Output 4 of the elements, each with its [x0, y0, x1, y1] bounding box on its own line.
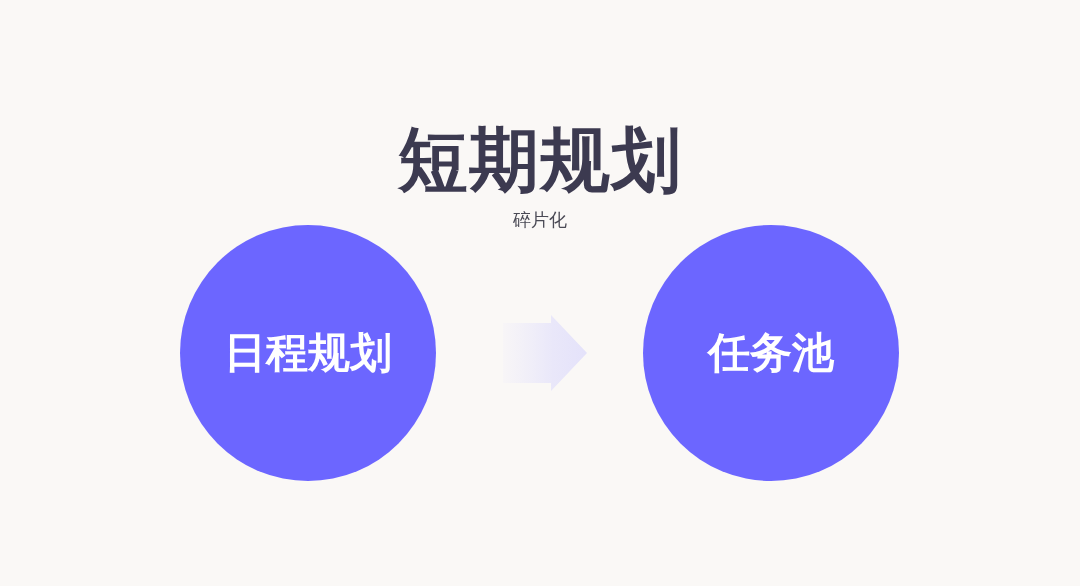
subtitle: 碎片化 [512, 208, 568, 232]
title: 短期规划 [396, 118, 683, 203]
node-label: 任务池 [708, 327, 834, 379]
node-label: 日程规划 [224, 327, 392, 379]
